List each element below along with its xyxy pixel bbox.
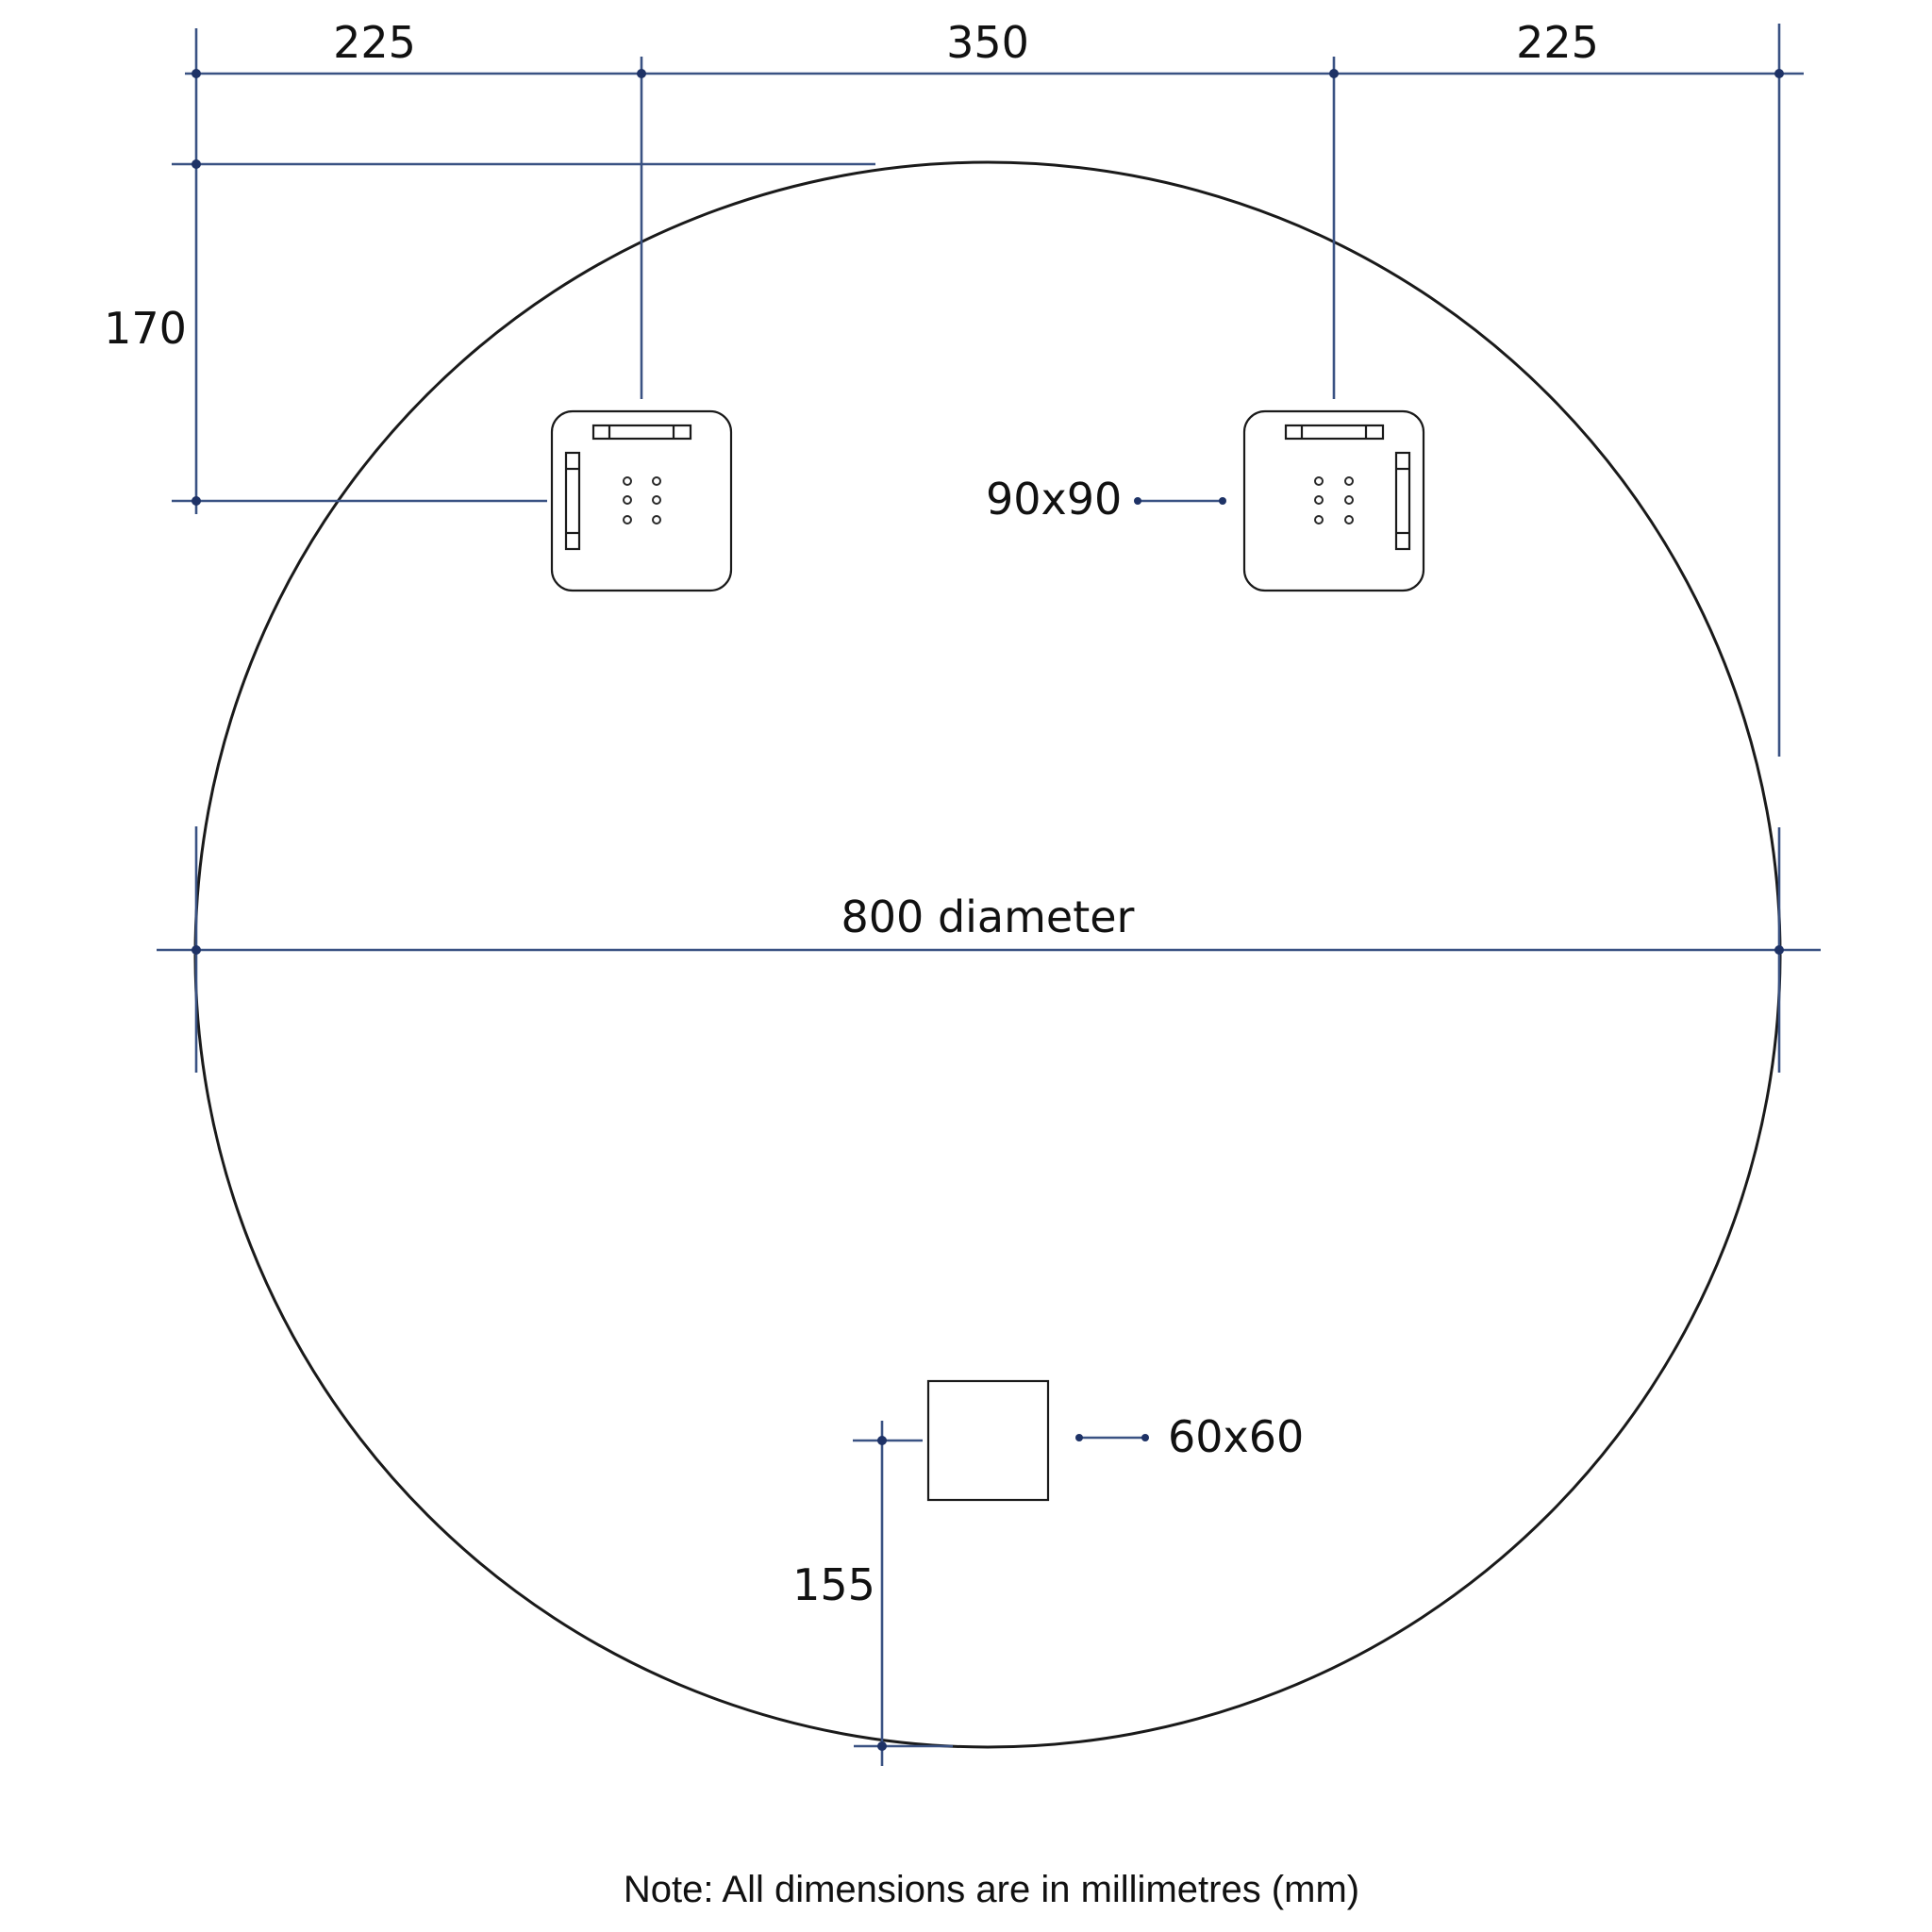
screw-hole-icon: [652, 515, 661, 525]
screw-hole-icon: [1344, 495, 1354, 505]
units-note: Note: All dimensions are in millimetres …: [624, 1869, 1359, 1910]
screw-hole-icon: [652, 476, 661, 486]
bracket-size-label: 90x90: [986, 474, 1122, 525]
top-center-dimension-label: 350: [946, 17, 1029, 68]
top-left-dimension-label: 225: [333, 17, 416, 68]
diameter-dimension: [157, 826, 1821, 1073]
switch-box-size-label: 60x60: [1168, 1411, 1304, 1462]
screw-hole-icon: [1344, 476, 1354, 486]
top-right-dimension-label: 225: [1516, 17, 1599, 68]
bracket-size-leader: [1134, 497, 1226, 505]
right-mounting-bracket: [1242, 409, 1425, 592]
top-dimension-chain: [185, 24, 1804, 757]
bracket-offset-label: 170: [104, 303, 187, 354]
screw-hole-icon: [623, 476, 632, 486]
screw-hole-icon: [1314, 476, 1324, 486]
screw-hole-icon: [1314, 515, 1324, 525]
switch-box: [926, 1379, 1050, 1502]
mirror-outline: [193, 160, 1782, 1749]
screw-hole-icon: [623, 515, 632, 525]
switch-box-height-dimension: [853, 1421, 953, 1766]
bracket-offset-dimension: [172, 159, 875, 506]
screw-hole-icon: [1314, 495, 1324, 505]
switch-box-leader: [1075, 1434, 1149, 1441]
screw-hole-icon: [623, 495, 632, 505]
diameter-label: 800 diameter: [841, 891, 1135, 942]
switch-box-height-label: 155: [792, 1559, 875, 1610]
screw-hole-icon: [652, 495, 661, 505]
screw-hole-icon: [1344, 515, 1354, 525]
left-mounting-bracket: [550, 409, 733, 592]
